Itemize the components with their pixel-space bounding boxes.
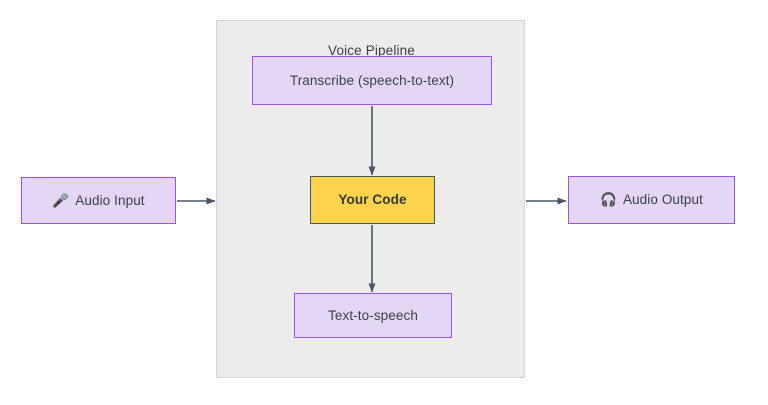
node-text-to-speech-label: Text-to-speech [328,307,418,323]
node-audio-output[interactable]: 🎧 Audio Output [568,176,735,224]
node-audio-input-label: Audio Input [75,192,145,208]
node-audio-input[interactable]: 🎤 Audio Input [21,177,176,224]
microphone-icon: 🎤 [52,192,70,208]
node-audio-output-label: Audio Output [622,192,703,208]
node-text-to-speech[interactable]: Text-to-speech [294,293,452,338]
headphones-icon: 🎧 [600,192,617,208]
node-transcribe-label: Transcribe (speech-to-text) [289,72,455,88]
node-transcribe[interactable]: Transcribe (speech-to-text) [252,56,492,105]
subgraph-title: Voice Pipeline [328,43,415,58]
node-your-code-label: Your Code [338,192,407,208]
node-your-code[interactable]: Your Code [310,176,435,224]
